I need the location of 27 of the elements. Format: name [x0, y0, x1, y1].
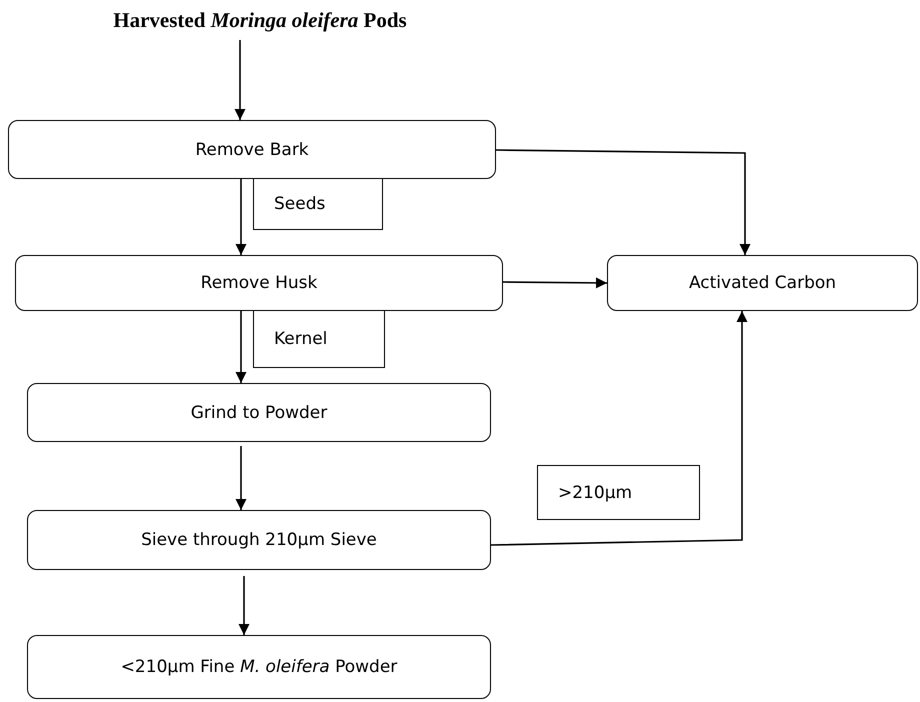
- box-text: Grind to Powder: [190, 402, 328, 422]
- box-text: Activated Carbon: [688, 273, 836, 293]
- label-box: [537, 465, 700, 520]
- process-box: [15, 255, 503, 311]
- box-text: Kernel: [274, 329, 328, 349]
- arrow: [503, 277, 607, 288]
- box-text: Remove Bark: [195, 140, 309, 160]
- box-text: >210µm: [558, 482, 632, 502]
- process-box: [27, 635, 491, 699]
- process-box: [8, 120, 496, 179]
- box-text: <210µm Fine M. oleifera Powder: [120, 657, 398, 677]
- arrow: [234, 40, 246, 120]
- arrow: [490, 311, 748, 546]
- process-box: [27, 383, 491, 442]
- label-box: [253, 178, 383, 230]
- process-box: [27, 510, 491, 570]
- arrow: [496, 149, 750, 255]
- label-box: [253, 310, 385, 368]
- arrow: [236, 446, 246, 510]
- box-text: Seeds: [274, 194, 326, 214]
- arrow: [236, 311, 246, 383]
- arrow: [238, 576, 250, 635]
- box-text: Remove Husk: [200, 273, 318, 293]
- title-text: Harvested Moringa oleifera Pods: [113, 8, 407, 32]
- box-text: Sieve through 210µm Sieve: [141, 530, 377, 550]
- arrow: [236, 179, 246, 255]
- process-box: [607, 255, 918, 311]
